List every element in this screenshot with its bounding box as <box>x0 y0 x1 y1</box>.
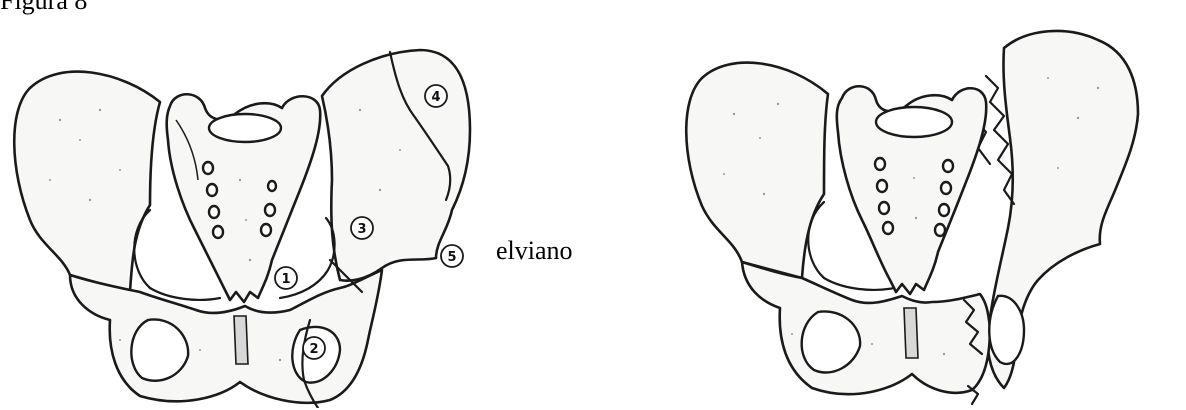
pelvis-displaced-diagram <box>668 18 1186 410</box>
figure-caption: Figura 8 <box>0 0 87 16</box>
left-ilium <box>686 63 828 278</box>
fracture-marker-3: 3 <box>351 217 373 239</box>
fracture-marker-3-label: 3 <box>357 222 366 237</box>
fracture-marker-1-label: 1 <box>281 272 290 287</box>
pubic-ring <box>742 262 990 394</box>
fracture-marker-4: 4 <box>425 85 447 107</box>
sacral-promontory <box>876 107 952 137</box>
sacral-promontory <box>209 114 281 142</box>
pubic-symphysis <box>234 316 248 364</box>
right-obturator-foramen <box>989 296 1024 364</box>
pelvis-fracture-diagram: 1 2 3 4 5 <box>0 30 500 408</box>
left-ilium <box>14 72 160 292</box>
fracture-marker-2: 2 <box>303 337 325 359</box>
fracture-marker-5: 5 <box>441 245 463 267</box>
fracture-marker-4-label: 4 <box>431 90 440 105</box>
body-text-fragment: elviano <box>496 236 573 266</box>
fracture-marker-1: 1 <box>275 267 297 289</box>
fracture-marker-5-label: 5 <box>447 250 456 265</box>
pubic-symphysis <box>904 308 918 358</box>
fracture-marker-2-label: 2 <box>309 342 318 357</box>
